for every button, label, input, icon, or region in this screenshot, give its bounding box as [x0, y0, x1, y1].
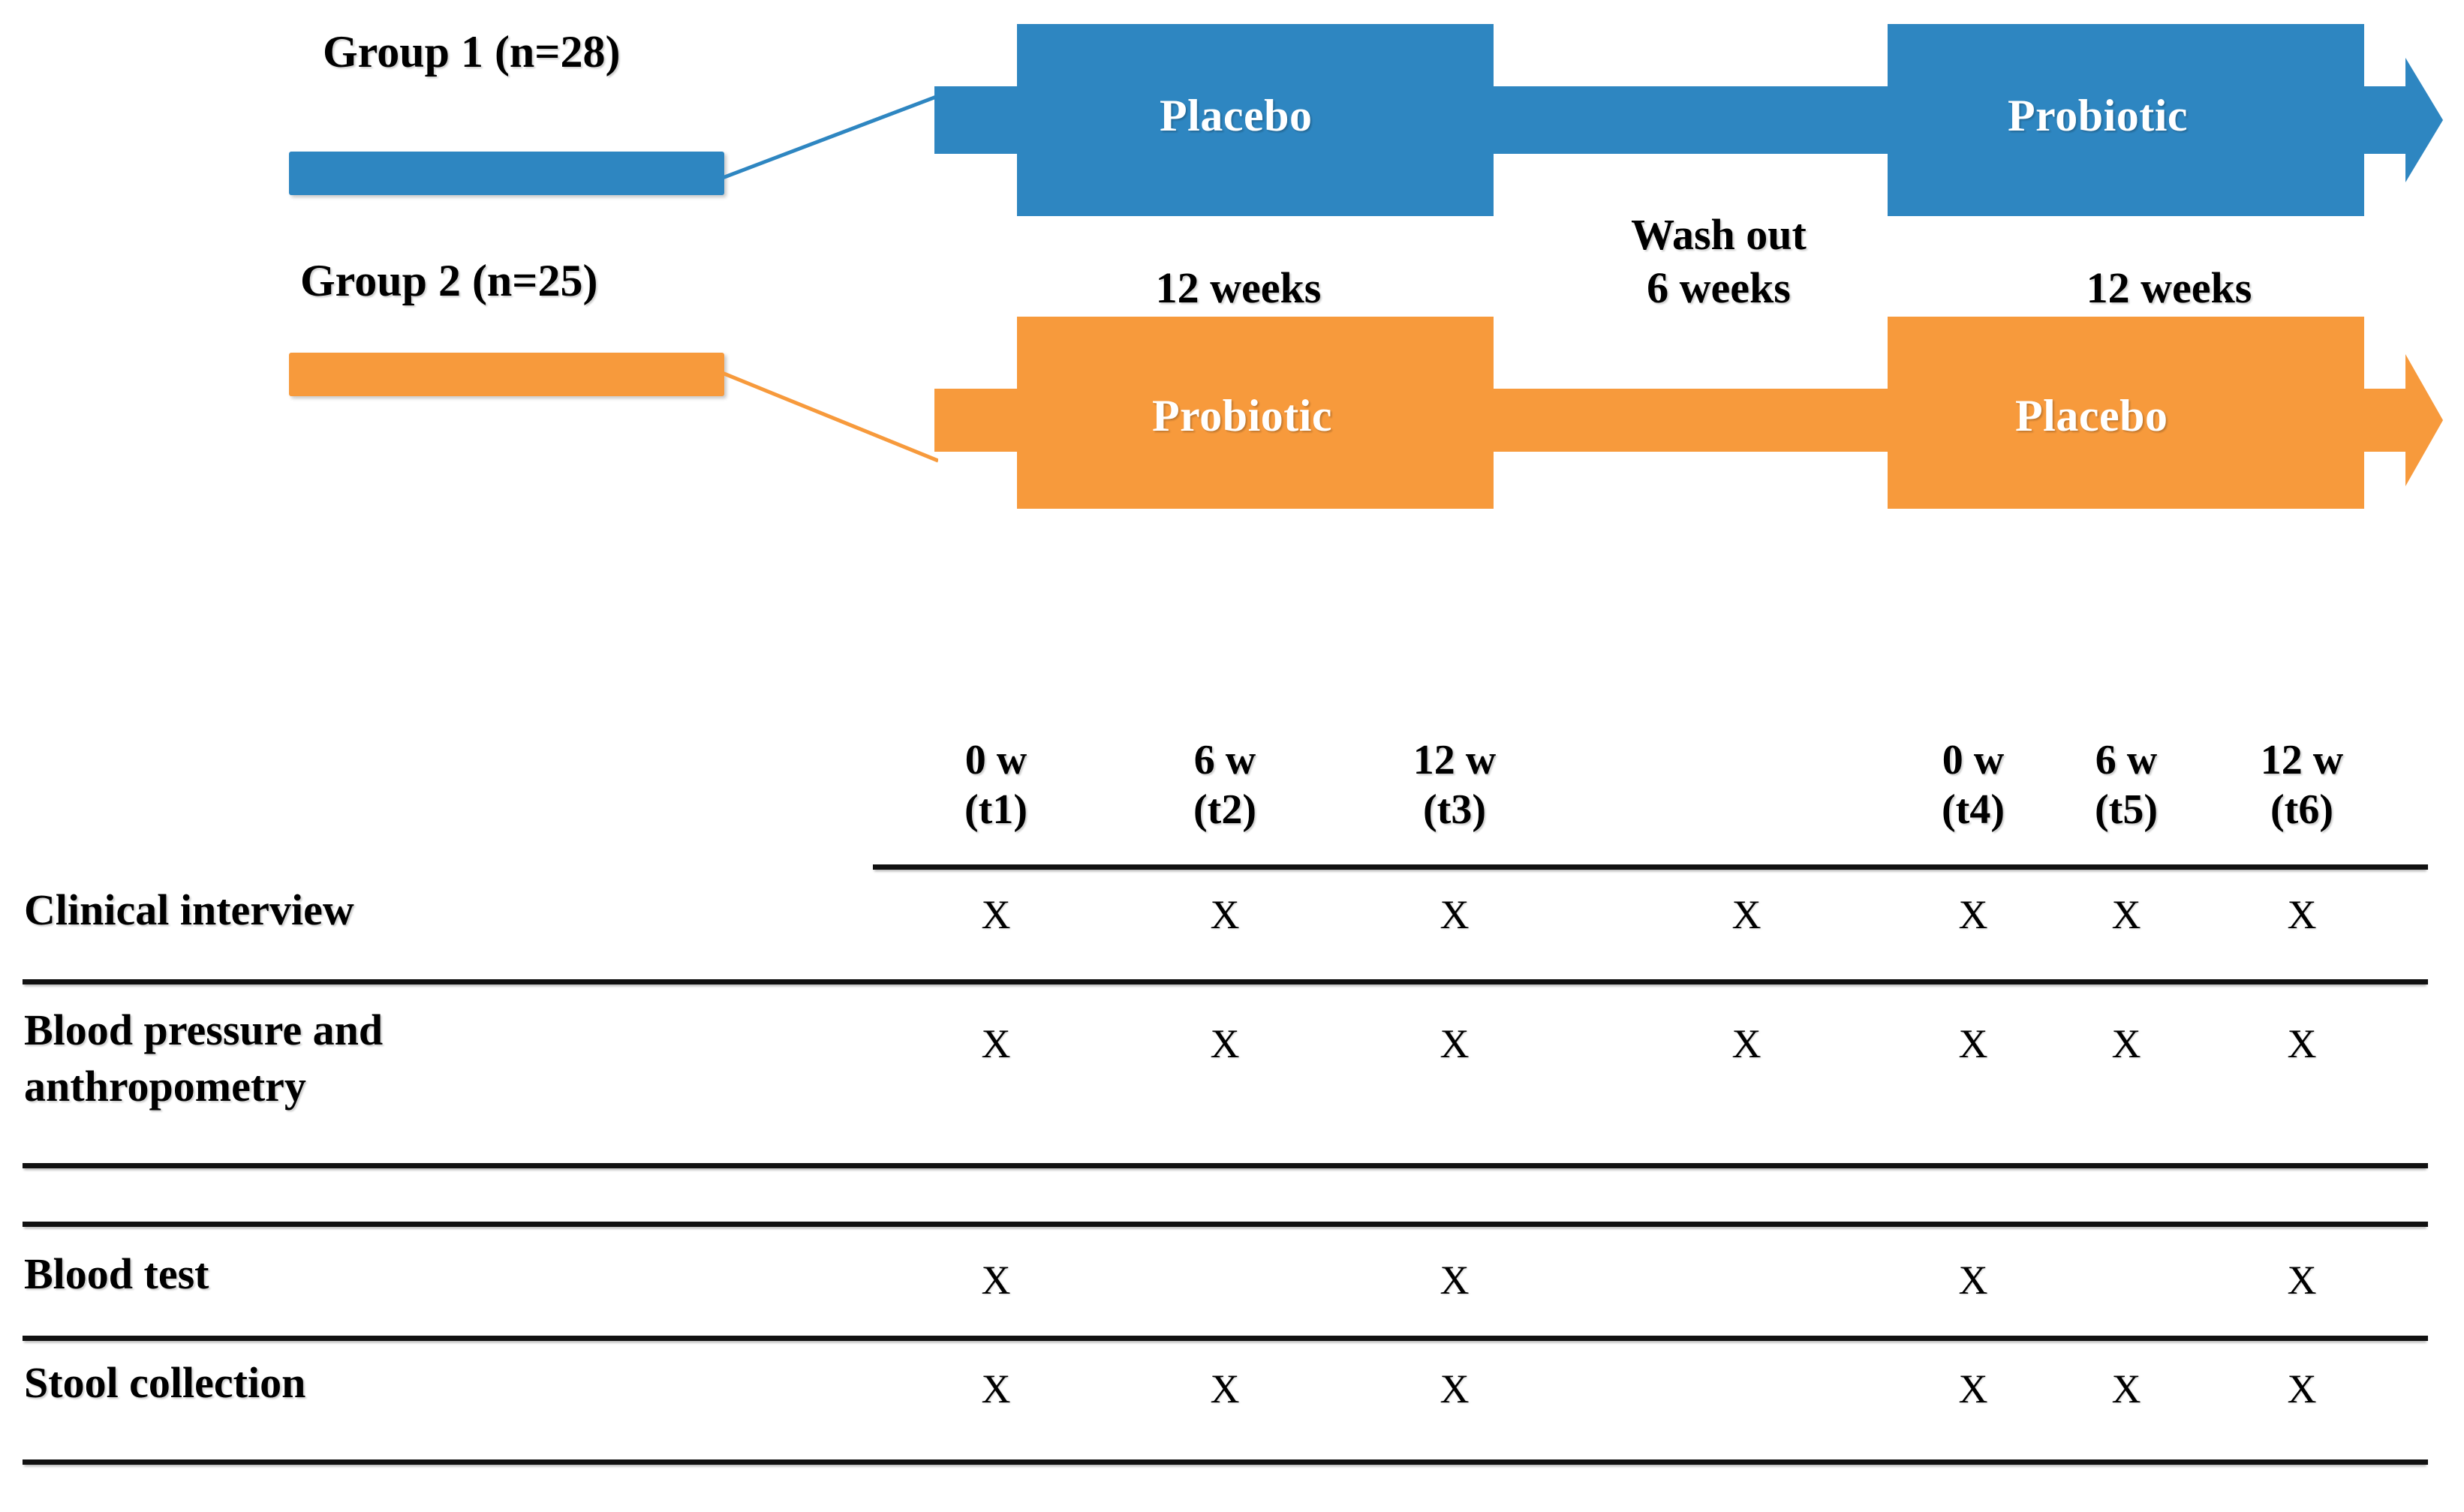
group-2-title: Group 2 (n=25) — [300, 256, 598, 305]
period-2-duration-label: 12 weeks — [2086, 263, 2252, 312]
mark-blood-pressure-t5: X — [2111, 1021, 2141, 1066]
mark-clinical-interview-washout: X — [1731, 892, 1762, 937]
mark-blood-pressure-t6: X — [2287, 1021, 2317, 1066]
column-header-t4-timepoint: (t4) — [1942, 786, 2005, 834]
column-header-t6: 12 w (t6) — [2261, 735, 2343, 834]
group-1-timeline-arrow: Placebo Probiotic — [934, 15, 2443, 225]
column-header-t4-weeks: 0 w — [1942, 737, 2005, 783]
column-header-t2: 6 w (t2) — [1193, 735, 1256, 834]
mark-blood-test-t6: X — [2287, 1258, 2317, 1303]
group-2-swatch — [289, 353, 724, 396]
row-label-blood-pressure-anthropometry: Blood pressure and anthropometry — [24, 1005, 384, 1111]
washout-title-label: Wash out — [1631, 210, 1807, 259]
column-header-t5: 6 w (t5) — [2095, 735, 2158, 834]
group-2-phase-1-label: Probiotic — [1152, 391, 1333, 440]
mark-stool-collection-t2: X — [1210, 1366, 1240, 1411]
column-header-t3-timepoint: (t3) — [1423, 786, 1486, 834]
column-header-t1-timepoint: (t1) — [964, 786, 1027, 834]
group-1-title: Group 1 (n=28) — [323, 27, 621, 77]
mark-stool-collection-t6: X — [2287, 1366, 2317, 1411]
mark-blood-pressure-t4: X — [1958, 1021, 1988, 1066]
column-header-t5-timepoint: (t5) — [2095, 786, 2158, 834]
period-1-duration-label: 12 weeks — [1155, 263, 1322, 312]
mark-blood-pressure-t3: X — [1440, 1021, 1470, 1066]
table-rule-5 — [23, 1459, 2428, 1465]
mark-blood-pressure-washout: X — [1731, 1021, 1762, 1066]
table-rule-2 — [23, 1163, 2428, 1168]
group-2-connector-line — [721, 370, 938, 463]
column-header-t6-timepoint: (t6) — [2270, 786, 2333, 834]
column-header-t3-weeks: 12 w — [1413, 737, 1497, 783]
column-header-t4: 0 w (t4) — [1942, 735, 2005, 834]
row-label-clinical-interview: Clinical interview — [24, 885, 354, 934]
mark-stool-collection-t5: X — [2111, 1366, 2141, 1411]
row-label-stool-collection: Stool collection — [24, 1358, 306, 1407]
column-header-t1: 0 w (t1) — [964, 735, 1027, 834]
column-header-t2-weeks: 6 w — [1193, 737, 1256, 783]
column-header-t2-timepoint: (t2) — [1193, 786, 1256, 834]
mark-blood-test-t4: X — [1958, 1258, 1988, 1303]
mark-blood-pressure-t1: X — [981, 1021, 1011, 1066]
washout-duration-label: 6 weeks — [1647, 263, 1791, 312]
mark-clinical-interview-t1: X — [981, 892, 1011, 937]
mark-stool-collection-t4: X — [1958, 1366, 1988, 1411]
mark-blood-pressure-t2: X — [1210, 1021, 1240, 1066]
group-2-timeline-arrow: Probiotic Placebo — [934, 308, 2443, 518]
mark-clinical-interview-t6: X — [2287, 892, 2317, 937]
group-2-phase-2-label: Placebo — [2015, 391, 2168, 440]
table-rule-header — [873, 864, 2428, 870]
group-1-connector-line — [721, 94, 938, 181]
table-rule-3 — [23, 1222, 2428, 1227]
mark-clinical-interview-t4: X — [1958, 892, 1988, 937]
mark-stool-collection-t3: X — [1440, 1366, 1470, 1411]
group-1-phase-1-label: Placebo — [1160, 91, 1313, 140]
mark-blood-test-t1: X — [981, 1258, 1011, 1303]
column-header-t1-weeks: 0 w — [964, 737, 1027, 783]
group-1-swatch — [289, 152, 724, 195]
mark-stool-collection-t1: X — [981, 1366, 1011, 1411]
mark-clinical-interview-t3: X — [1440, 892, 1470, 937]
table-rule-4 — [23, 1336, 2428, 1341]
mark-blood-test-t3: X — [1440, 1258, 1470, 1303]
row-label-blood-test: Blood test — [24, 1249, 209, 1298]
column-header-t3: 12 w (t3) — [1413, 735, 1496, 834]
group-1-phase-2-label: Probiotic — [2008, 91, 2189, 140]
table-rule-1 — [23, 979, 2428, 984]
column-header-t5-weeks: 6 w — [2095, 737, 2158, 783]
mark-clinical-interview-t2: X — [1210, 892, 1240, 937]
column-header-t6-weeks: 12 w — [2260, 737, 2344, 783]
mark-clinical-interview-t5: X — [2111, 892, 2141, 937]
